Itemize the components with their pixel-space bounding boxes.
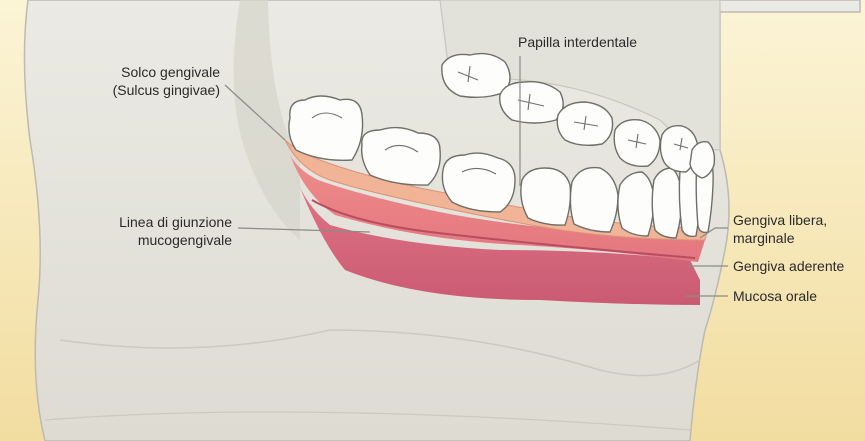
lower-canine bbox=[570, 168, 618, 232]
label-oral-mucosa: Mucosa orale bbox=[733, 288, 817, 304]
lower-premolar bbox=[521, 168, 571, 225]
upper-molar bbox=[442, 54, 510, 98]
upper-incisor bbox=[690, 142, 714, 178]
label-papilla: Papilla interdentale bbox=[518, 34, 637, 50]
lower-premolar bbox=[442, 153, 515, 212]
label-mucogingival-line2: mucogengivale bbox=[138, 232, 232, 248]
lower-incisor bbox=[652, 168, 682, 238]
label-free-gingiva-line1: Gengiva libera, bbox=[733, 212, 827, 228]
lower-incisor bbox=[618, 172, 654, 236]
label-sulcus-line2: (Sulcus gingivae) bbox=[113, 82, 220, 98]
upper-molar bbox=[500, 82, 563, 123]
label-mucogingival-line1: Linea di giunzione bbox=[119, 214, 232, 230]
label-free-gingiva-line2: marginale bbox=[733, 230, 795, 246]
label-sulcus-line1: Solco gengivale bbox=[121, 64, 220, 80]
lower-molar bbox=[289, 96, 363, 160]
lower-molar bbox=[362, 128, 441, 185]
label-attached-gingiva: Gengiva aderente bbox=[733, 258, 845, 274]
